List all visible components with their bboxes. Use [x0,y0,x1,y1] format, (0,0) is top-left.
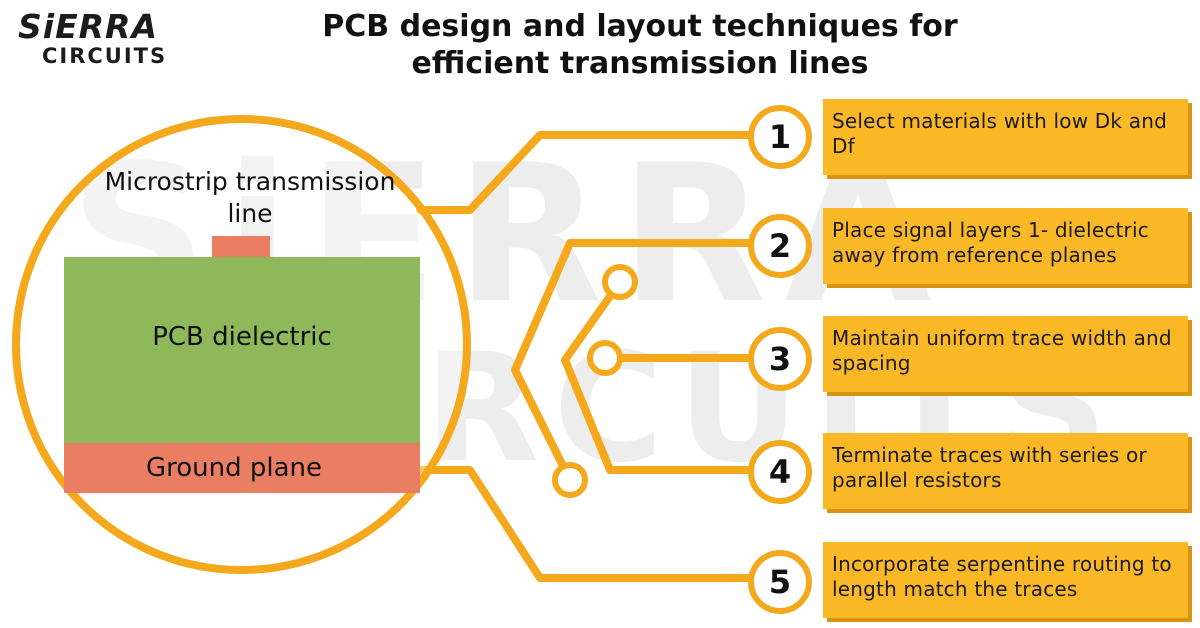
trace-2 [511,239,754,484]
via-pad-1 [602,264,638,300]
title-line-2: efficient transmission lines [411,46,869,81]
trace-1 [416,131,754,214]
step-5-box: Incorporate serpentine routing to length… [823,542,1188,618]
page-title: PCB design and layout techniques for eff… [250,8,1030,82]
pcb-dielectric-layer [64,257,420,443]
trace-5 [416,466,754,582]
brand-logo: SiERRA CIRCUITS [10,7,190,69]
logo-top-text: SiERRA [18,7,158,46]
microstrip-label: Microstrip transmission line [104,167,396,228]
ground-plane-label: Ground plane [145,453,323,483]
step-2-number: 2 [748,214,812,278]
title-line-1: PCB design and layout techniques for [322,9,958,44]
trace-serp [561,278,754,474]
step-4-box: Terminate traces with series or parallel… [823,433,1188,509]
step-1-number: 1 [748,105,812,169]
step-5-number: 5 [748,550,812,614]
step-3-box: Maintain uniform trace width and spacing [823,316,1188,392]
via-pad-2 [587,340,623,376]
step-1-box: Select materials with low Dk and Df [823,99,1188,175]
via-pad-3 [552,462,588,498]
step-2-box: Place signal layers 1- dielectric away f… [823,208,1188,284]
step-3-number: 3 [748,327,812,391]
dielectric-label: PCB dielectric [152,322,332,352]
logo-bottom-text: CIRCUITS [42,44,168,68]
step-4-number: 4 [748,440,812,504]
ground-plane-layer [64,443,420,493]
microstrip-trace [212,236,270,258]
